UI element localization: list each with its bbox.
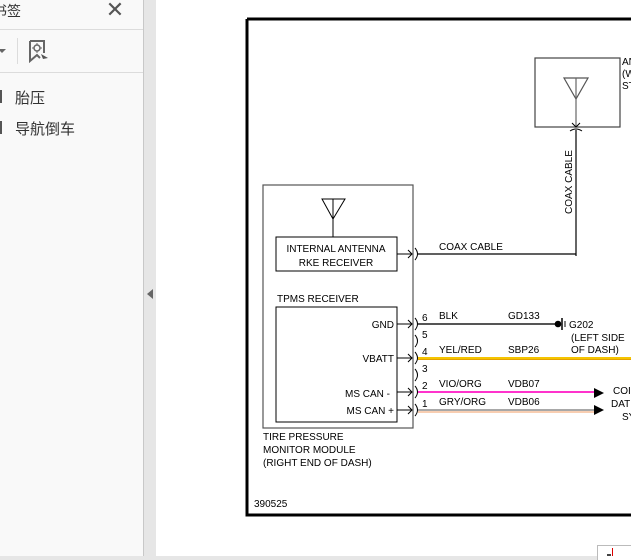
connector-pins: 6 BLK GD133 5 4 YEL/RED SBP26 3 2 VIO/ORG VDB07 1 GR…: [397, 311, 631, 417]
wire-color-label: YEL/RED: [439, 345, 482, 356]
bookmark-search-icon[interactable]: [28, 39, 50, 64]
data-bus-label-2: DAT: [611, 399, 630, 410]
pin-number: 5: [422, 330, 428, 341]
remote-antenna-box: [534, 57, 621, 128]
connector-pin-2: 2 VIO/ORG VDB07: [397, 379, 596, 399]
remote-antenna-label-2: (W: [622, 69, 631, 80]
chevron-down-icon[interactable]: [0, 49, 6, 53]
figure-id: 390525: [254, 499, 288, 510]
circuit-label: VDB06: [508, 397, 540, 408]
connector-pin-6: 6 BLK GD133: [397, 311, 555, 331]
arrow-right-icon: [594, 405, 604, 415]
bookmarks-panel-header: 书签 ✕: [0, 0, 143, 30]
tpms-module-box: [262, 184, 414, 429]
bookmark-item-tire-pressure[interactable]: 胎压: [0, 86, 143, 108]
ground-splice-dot: [554, 320, 562, 328]
circuit-label: GD133: [508, 311, 540, 322]
circuit-label: SBP26: [508, 345, 540, 356]
remote-antenna-label-3: ST: [622, 81, 631, 92]
bookmarks-panel: 书签 ✕ 胎压 导航倒车: [0, 0, 144, 556]
bookmark-label: 导航倒车: [15, 120, 76, 138]
wiring-diagram: AN (W ST COAX CABLE INTERNAL ANTENNA RKE…: [245, 17, 631, 517]
wire-color-label: GRY/ORG: [439, 397, 486, 408]
pin-label-ms-can-minus: MS CAN -: [345, 389, 390, 400]
pin-label-ms-can-plus: MS CAN +: [346, 406, 394, 417]
diagram-frame: [245, 17, 631, 517]
wire-color-label: VIO/ORG: [439, 379, 482, 390]
arrow-right-icon: [594, 388, 604, 398]
bookmark-label: 胎压: [15, 89, 46, 107]
module-name-line-1: TIRE PRESSURE: [263, 432, 344, 443]
data-bus-label-3: SY: [622, 412, 631, 423]
toolbar-divider: [17, 38, 18, 64]
ground-location-1: (LEFT SIDE: [571, 333, 625, 344]
rke-box-line-1: INTERNAL ANTENNA: [286, 244, 385, 255]
bookmark-icon: [0, 90, 2, 103]
ground-label: G202: [569, 320, 594, 331]
data-bus-label-1: COI: [613, 386, 631, 397]
pin-number: 2: [422, 381, 428, 392]
bookmark-item-nav-reverse[interactable]: 导航倒车: [0, 117, 143, 139]
tpms-receiver-label: TPMS RECEIVER: [277, 294, 359, 305]
module-name-line-3: (RIGHT END OF DASH): [263, 458, 372, 469]
module-name-line-2: MONITOR MODULE: [263, 445, 356, 456]
coax-cable-horizontal-label: COAX CABLE: [439, 242, 503, 253]
rke-box-line-2: RKE RECEIVER: [299, 258, 373, 269]
bookmarks-toolbar: [0, 30, 143, 73]
bookmark-icon: [0, 121, 2, 134]
pin-number: 6: [422, 313, 428, 324]
pin-number: 4: [422, 347, 428, 358]
circuit-label: VDB07: [508, 379, 540, 390]
remote-antenna-label-1: AN: [622, 57, 631, 68]
connector-pin-1: 1 GRY/ORG VDB06: [397, 397, 596, 417]
wire-color-label: BLK: [439, 311, 458, 322]
pin-label-vbatt: VBATT: [363, 354, 394, 365]
panel-splitter[interactable]: [144, 0, 156, 556]
close-panel-button[interactable]: ✕: [105, 0, 125, 22]
page-tool-widget[interactable]: [597, 545, 631, 560]
pin-number: 1: [422, 399, 428, 410]
pin-number: 3: [422, 364, 428, 375]
document-page: AN (W ST COAX CABLE INTERNAL ANTENNA RKE…: [156, 0, 631, 556]
pin-label-gnd: GND: [372, 320, 394, 331]
tpms-receiver-box: [275, 306, 398, 423]
bookmarks-panel-title: 书签: [0, 4, 21, 20]
coax-cable-vertical-label: COAX CABLE: [564, 150, 575, 214]
connector-pin-5: 5: [414, 330, 428, 348]
ground-location-2: OF DASH): [571, 345, 619, 356]
connector-pin-4: 4 YEL/RED SBP26: [397, 345, 631, 365]
triangle-left-icon[interactable]: [147, 289, 153, 299]
connector-pin-3: 3: [414, 364, 428, 382]
